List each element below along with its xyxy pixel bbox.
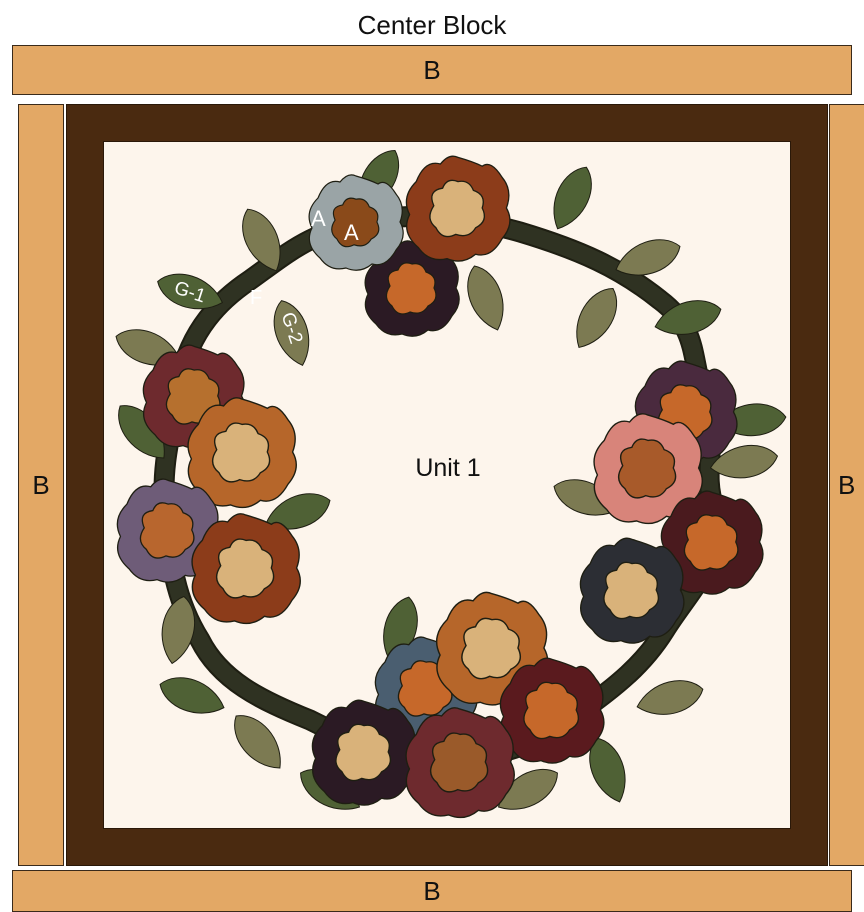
- flower: [500, 658, 604, 763]
- flower: [192, 514, 300, 624]
- unit-label: Unit 1: [415, 454, 480, 482]
- flower: [580, 538, 684, 643]
- piece-label-a-outer: A: [311, 206, 326, 231]
- flower: [406, 708, 514, 818]
- leaf: [543, 161, 600, 236]
- flower: [406, 156, 510, 261]
- piece-label-f: F: [250, 287, 262, 309]
- leaf: [633, 674, 707, 722]
- leaf: [460, 261, 513, 336]
- piece-label-a-inner: A: [344, 220, 359, 245]
- leaf: [565, 281, 626, 356]
- flower: [312, 700, 416, 805]
